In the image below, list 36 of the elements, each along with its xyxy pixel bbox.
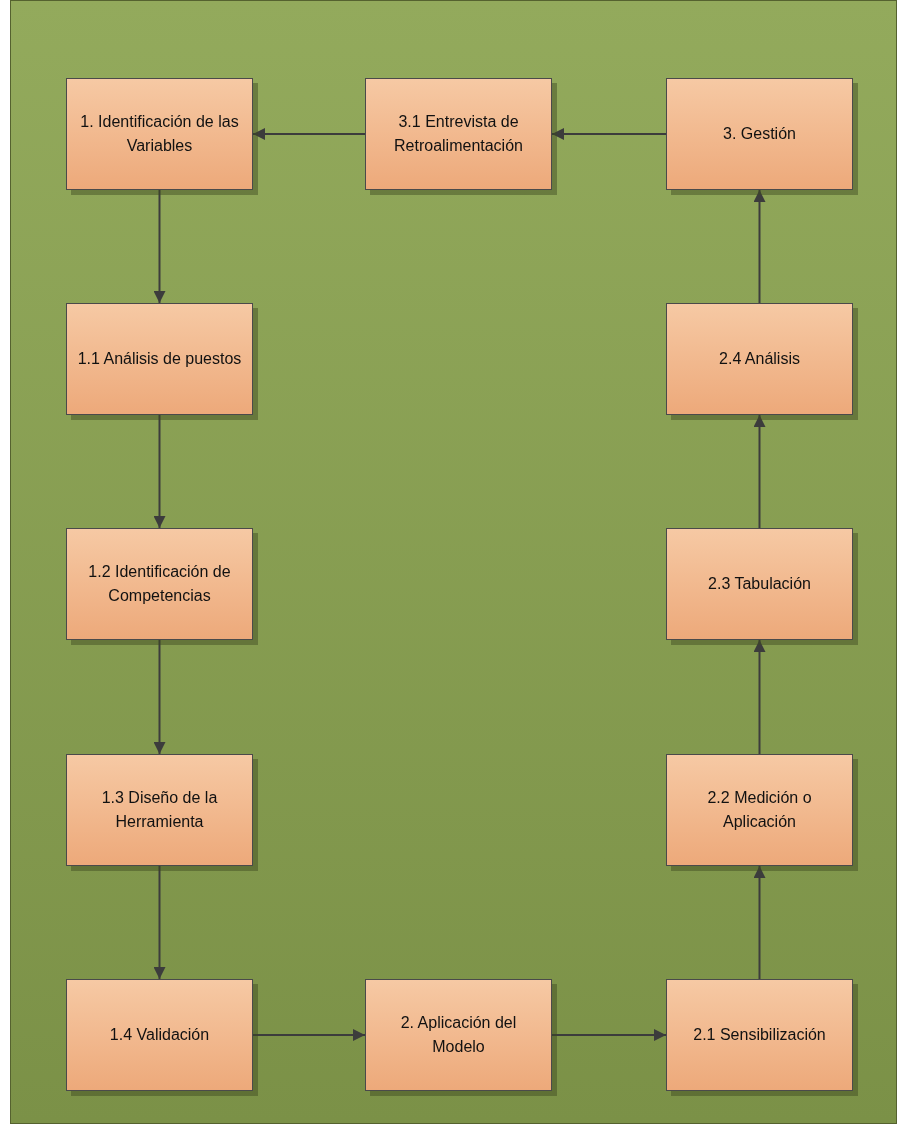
step-label: 1. Identificación de las Variables [79, 112, 240, 156]
process-box [666, 303, 853, 415]
process-box [666, 78, 853, 190]
process-box [66, 303, 253, 415]
arrow [551, 1029, 667, 1041]
step-label: 2. Aplicación del Modelo [399, 1013, 518, 1057]
arrow [153, 414, 166, 529]
step-label: 3. Gestión [722, 124, 797, 144]
step-label: 2.1 Sensibilización [692, 1025, 827, 1045]
arrow [153, 189, 166, 304]
step-label: 1.2 Identificación de Competencias [87, 562, 232, 606]
arrow [753, 865, 766, 980]
arrow [551, 128, 667, 140]
step-label: 2.4 Análisis [718, 349, 801, 369]
process-box [66, 979, 253, 1091]
process-box [66, 754, 253, 866]
arrow [252, 128, 366, 140]
arrow [753, 639, 766, 755]
arrow [153, 865, 166, 980]
arrow [753, 189, 766, 304]
step-label: 1.1 Análisis de puestos [76, 349, 243, 369]
process-box [666, 528, 853, 640]
step-label: 2.3 Tabulación [707, 574, 812, 594]
step-label: 2.2 Medición o Aplicación [706, 788, 813, 832]
arrow [252, 1029, 366, 1041]
arrow [153, 639, 166, 755]
process-box [66, 528, 253, 640]
process-box [66, 78, 253, 190]
step-label: 1.4 Validación [108, 1025, 211, 1045]
process-box [666, 754, 853, 866]
arrow [753, 414, 766, 529]
process-box [365, 78, 552, 190]
process-box [666, 979, 853, 1091]
step-label: 1.3 Diseño de la Herramienta [100, 788, 219, 832]
step-label: 3.1 Entrevista de Retroalimentación [393, 112, 524, 156]
process-box [365, 979, 552, 1091]
